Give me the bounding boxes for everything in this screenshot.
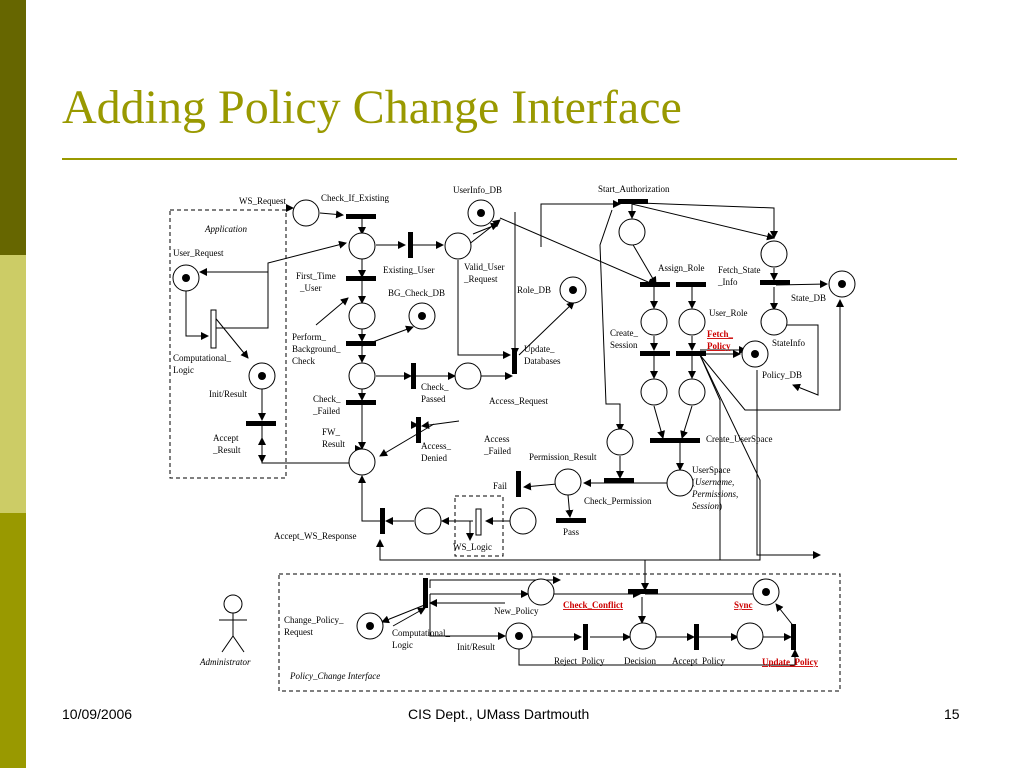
label-pc-computational-logic-1: Computational_: [392, 628, 450, 638]
label-accept-ws-response: Accept_WS_Response: [274, 531, 356, 541]
label-assign-role: Assign_Role: [658, 263, 705, 273]
label-check-passed-1: Check_: [421, 382, 449, 392]
label-perform-bg-2: Background_: [292, 344, 341, 354]
label-fw-result-1: FW_: [322, 427, 341, 437]
label-accept-policy: Accept_Policy: [672, 656, 725, 666]
administrator-figure: [219, 594, 247, 653]
label-pc-init-result: Init/Result: [457, 642, 495, 652]
computational-logic-transition: [210, 309, 217, 349]
label-valid-user-1: Valid_User: [464, 262, 505, 272]
label-userspace-3: Permissions,: [691, 489, 738, 499]
label-pc-computational-logic-2: Logic: [392, 640, 413, 650]
label-accept-result-1: Accept: [213, 433, 239, 443]
transitions: [246, 199, 796, 650]
label-perform-bg-1: Perform_: [292, 332, 326, 342]
label-policy-db: Policy_DB: [762, 370, 802, 380]
label-update-policy: Update_Policy: [762, 657, 818, 667]
label-decision: Decision: [624, 656, 656, 666]
label-change-policy-request-1: Change_Policy_: [284, 615, 344, 625]
label-computational-logic-1: Computational_: [173, 353, 231, 363]
label-update-databases-2: Databases: [524, 356, 561, 366]
label-fail: Fail: [493, 481, 508, 491]
label-state-db: State_DB: [791, 293, 826, 303]
label-update-databases-1: Update_: [524, 344, 555, 354]
label-first-time-user-2: _User: [299, 283, 322, 293]
label-userspace-username: Username,: [695, 477, 734, 487]
label-check-permission: Check_Permission: [584, 496, 652, 506]
label-access-denied-1: Access_: [421, 441, 451, 451]
tokens: [182, 209, 846, 640]
label-stateinfo: StateInfo: [772, 338, 805, 348]
label-init-result: Init/Result: [209, 389, 247, 399]
label-access-request: Access_Request: [489, 396, 548, 406]
footer-date: 10/09/2006: [62, 706, 133, 722]
label-access-failed-1: Access: [484, 434, 510, 444]
label-fw-result-2: Result: [322, 439, 346, 449]
label-computational-logic-2: Logic: [173, 365, 194, 375]
label-fetch-state-info-1: Fetch_State: [718, 265, 761, 275]
footer-center: CIS Dept., UMass Dartmouth: [408, 706, 590, 722]
label-userspace-paren-close: ): [719, 501, 722, 511]
label-access-failed-2: _Failed: [483, 446, 511, 456]
label-bg-check-db: BG_Check_DB: [388, 288, 445, 298]
label-start-authorization: Start_Authorization: [598, 184, 670, 194]
diagram-labels: WS_Request Check_If_Existing UserInfo_DB…: [173, 184, 826, 681]
label-existing-user: Existing_User: [383, 265, 435, 275]
label-create-session-2: Session: [610, 340, 638, 350]
label-check-passed-2: Passed: [421, 394, 446, 404]
policy-change-box: [278, 573, 841, 692]
label-userspace-4: Session): [692, 501, 722, 511]
label-new-policy: New_Policy: [494, 606, 539, 616]
slide-title: Adding Policy Change Interface: [62, 81, 682, 134]
label-userinfo-db: UserInfo_DB: [453, 185, 502, 195]
application-box: [169, 209, 287, 479]
arcs: [212, 203, 828, 641]
label-policy-change-interface: Policy_Change Interface: [289, 671, 380, 681]
label-application: Application: [204, 224, 247, 234]
label-create-session-1: Create_: [610, 328, 638, 338]
label-create-userspace: Create_UserSpace: [706, 434, 772, 444]
label-access-denied-2: Denied: [421, 453, 447, 463]
label-sync: Sync: [734, 600, 753, 610]
footer-page-number: 15: [944, 706, 960, 722]
label-userspace-session: Session: [692, 501, 720, 511]
label-accept-result-2: _Result: [212, 445, 241, 455]
label-check-if-existing: Check_If_Existing: [321, 193, 389, 203]
label-userspace-paren-open: (: [692, 477, 695, 487]
label-pass: Pass: [563, 527, 580, 537]
accent-bar-mid: [0, 255, 26, 513]
ws-logic-box: [454, 495, 504, 557]
label-check-failed-2: _Failed: [312, 406, 340, 416]
title-rule: [62, 158, 957, 160]
label-administrator: Administrator: [199, 657, 251, 667]
label-userspace-2: (Username,: [692, 477, 734, 487]
label-first-time-user-1: First_Time: [296, 271, 336, 281]
connectors: [185, 200, 844, 666]
label-userspace-1: UserSpace: [692, 465, 730, 475]
label-perform-bg-3: Check: [292, 356, 315, 366]
label-user-request: User_Request: [173, 248, 224, 258]
label-valid-user-2: _Request: [463, 274, 498, 284]
label-ws-logic: WS_Logic: [453, 542, 492, 552]
label-fetch-state-info-2: _Info: [717, 277, 738, 287]
label-user-role: User_Role: [709, 308, 748, 318]
label-fetch-policy-2: Policy: [707, 341, 731, 351]
label-check-failed-1: Check_: [313, 394, 341, 404]
label-check-conflict: Check_Conflict: [563, 600, 623, 610]
label-ws-request: WS_Request: [239, 196, 286, 206]
label-fetch-policy-1: Fetch_: [707, 329, 733, 339]
label-reject-policy: Reject_Policy: [554, 656, 605, 666]
accent-bar-light: [0, 513, 26, 768]
label-permission-result: Permission_Result: [529, 452, 597, 462]
label-role-db: Role_DB: [517, 285, 551, 295]
accent-bar-dark: [0, 0, 26, 255]
ws-logic-transition: [475, 508, 482, 536]
label-change-policy-request-2: Request: [284, 627, 313, 637]
